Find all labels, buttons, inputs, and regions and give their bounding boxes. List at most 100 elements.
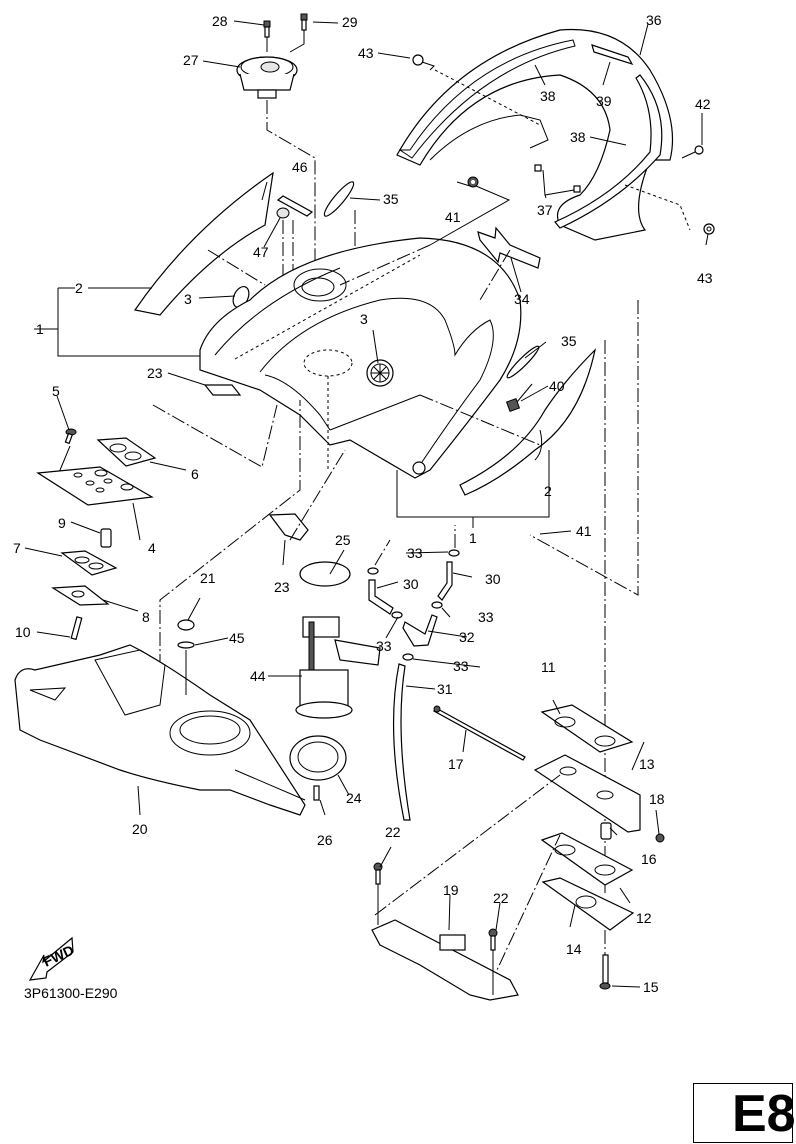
damper-7[interactable]	[60, 550, 118, 576]
hose-31[interactable]	[392, 663, 411, 821]
callout-7[interactable]: 7	[13, 540, 21, 556]
screw-29[interactable]	[300, 13, 308, 31]
callout-26[interactable]: 26	[317, 832, 333, 848]
collar-9[interactable]	[100, 528, 112, 548]
callout-33-a[interactable]: 33	[407, 545, 423, 561]
bolt-17[interactable]	[433, 705, 526, 761]
callout-17[interactable]: 17	[448, 756, 464, 772]
callout-23[interactable]: 23	[147, 365, 163, 381]
bolt-37-b[interactable]	[573, 185, 581, 193]
emblem-3-center[interactable]	[366, 359, 394, 387]
callout-32[interactable]: 32	[459, 629, 475, 645]
plate-8[interactable]	[51, 585, 110, 606]
callout-15[interactable]: 15	[643, 979, 659, 995]
callout-11[interactable]: 11	[541, 659, 556, 675]
callout-33-c[interactable]: 33	[478, 609, 494, 625]
graphic-decal-2[interactable]	[133, 171, 274, 316]
damper-23-top[interactable]	[203, 384, 242, 396]
bolt-10[interactable]	[70, 616, 83, 641]
callout-43-b[interactable]: 43	[697, 270, 713, 286]
joint-32[interactable]	[402, 614, 438, 647]
callout-4[interactable]: 4	[148, 540, 156, 556]
callout-33-d[interactable]: 33	[376, 638, 392, 654]
callout-44[interactable]: 44	[250, 668, 266, 684]
callout-2-b[interactable]: 2	[544, 483, 552, 499]
screw-42[interactable]	[681, 145, 704, 159]
clip-21[interactable]	[177, 619, 195, 631]
bolt-26[interactable]	[313, 785, 320, 801]
callout-13[interactable]: 13	[639, 756, 655, 772]
plate-14[interactable]	[541, 877, 635, 931]
damper-40[interactable]	[505, 397, 521, 413]
fuel-cap-27[interactable]	[236, 56, 298, 99]
bolt-22-b[interactable]	[488, 928, 498, 951]
callout-35[interactable]: 35	[383, 191, 399, 207]
callout-2[interactable]: 2	[75, 280, 83, 296]
callout-3-b[interactable]: 3	[360, 311, 368, 327]
label-46[interactable]	[276, 195, 314, 217]
callout-18[interactable]: 18	[649, 791, 665, 807]
damper-12[interactable]	[540, 832, 634, 886]
callout-38[interactable]: 38	[540, 88, 556, 104]
nut-18[interactable]	[655, 833, 665, 843]
callout-25[interactable]: 25	[335, 532, 351, 548]
callout-29[interactable]: 29	[342, 14, 358, 30]
callout-9[interactable]: 9	[58, 515, 66, 531]
screw-28[interactable]	[263, 20, 271, 38]
callout-20[interactable]: 20	[132, 821, 148, 837]
callout-31[interactable]: 31	[437, 681, 453, 697]
callout-22-b[interactable]: 22	[493, 890, 509, 906]
callout-24[interactable]: 24	[346, 790, 362, 806]
callout-38-b[interactable]: 38	[570, 129, 586, 145]
callout-42[interactable]: 42	[695, 96, 711, 112]
bracket-plate-4[interactable]	[36, 466, 154, 506]
hose-30-left[interactable]	[368, 579, 394, 615]
clamp-33[interactable]	[367, 549, 460, 661]
callout-41-b[interactable]: 41	[576, 523, 592, 539]
callout-10[interactable]: 10	[15, 624, 31, 640]
callout-39[interactable]: 39	[596, 93, 612, 109]
damper-41-top[interactable]	[467, 176, 479, 188]
callout-22-a[interactable]: 22	[385, 824, 401, 840]
callout-45[interactable]: 45	[229, 630, 245, 646]
callout-47[interactable]: 47	[253, 244, 269, 260]
callout-43[interactable]: 43	[358, 45, 374, 61]
callout-37[interactable]: 37	[537, 202, 553, 218]
callout-33-e[interactable]: 33	[453, 658, 469, 674]
callout-12[interactable]: 12	[636, 910, 652, 926]
callout-35-b[interactable]: 35	[561, 333, 577, 349]
bolt-37-a[interactable]	[534, 164, 542, 172]
callout-1-b[interactable]: 1	[469, 530, 477, 546]
bracket-19[interactable]	[371, 919, 519, 1001]
tank-cover-20[interactable]	[14, 644, 306, 816]
callout-40[interactable]: 40	[549, 378, 565, 394]
callout-23-b[interactable]: 23	[274, 579, 290, 595]
damper-6[interactable]	[96, 437, 157, 467]
callout-36[interactable]: 36	[646, 12, 662, 28]
bracket-13[interactable]	[533, 754, 641, 833]
decal-35[interactable]	[321, 179, 357, 219]
callout-5[interactable]: 5	[52, 383, 60, 399]
fuel-tank-1[interactable]	[199, 237, 522, 479]
callout-34[interactable]: 34	[514, 291, 530, 307]
callout-19[interactable]: 19	[443, 882, 459, 898]
screw-5[interactable]	[64, 428, 77, 445]
callout-27[interactable]: 27	[183, 52, 199, 68]
washer-45[interactable]	[177, 641, 195, 649]
seat-cowl-36[interactable]	[396, 28, 674, 241]
pump-gasket-24[interactable]	[289, 735, 347, 781]
collar-16[interactable]	[600, 822, 612, 840]
damper-47[interactable]	[276, 207, 290, 219]
damper-11[interactable]	[540, 704, 634, 753]
callout-3[interactable]: 3	[184, 291, 192, 307]
gasket-25[interactable]	[299, 561, 351, 587]
callout-6[interactable]: 6	[191, 466, 199, 482]
fuel-pump-44[interactable]	[295, 616, 381, 719]
callout-1[interactable]: 1	[36, 321, 44, 337]
callout-46[interactable]: 46	[292, 159, 308, 175]
callout-30-a[interactable]: 30	[403, 576, 419, 592]
callout-30-b[interactable]: 30	[485, 571, 501, 587]
hose-30-right[interactable]	[437, 561, 453, 601]
side-panel-decal-2[interactable]	[459, 348, 597, 496]
callout-8[interactable]: 8	[142, 609, 150, 625]
